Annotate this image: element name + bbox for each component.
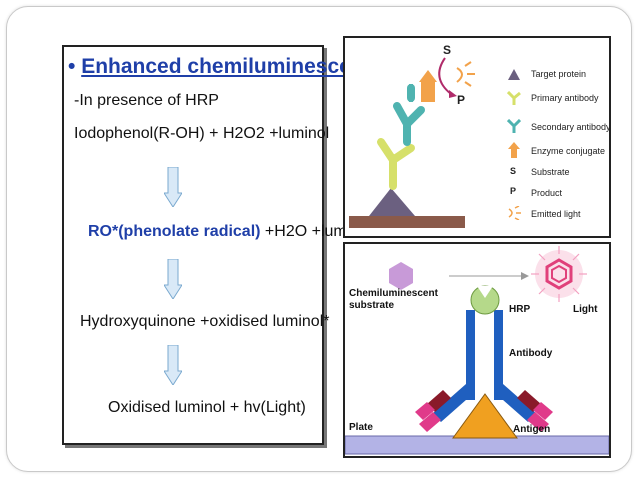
legend-primary-antibody: Primary antibody — [531, 93, 599, 103]
western-blot-diagram: S P Target protein Primary antibody Seco… — [343, 36, 611, 238]
legend-target-protein: Target protein — [531, 69, 587, 79]
elisa-diagram: Chemiluminescent substrate HRP Light Ant… — [343, 242, 611, 458]
enzyme-conjugate-shape — [419, 70, 437, 102]
secondary-antibody-icon — [507, 119, 521, 133]
plate-bar — [345, 435, 609, 455]
emitted-light-shape — [456, 61, 475, 87]
down-arrow-icon — [164, 259, 182, 299]
antibody-left-arm — [415, 384, 475, 432]
panel-title: • Enhanced chemiluminescence — [68, 55, 387, 79]
line-hydroxyquinone: Hydroxyquinone +oxidised luminol* — [80, 313, 330, 330]
enzyme-arrow-icon — [508, 142, 520, 158]
legend-substrate: Substrate — [531, 167, 570, 177]
antibody-left-stem — [466, 310, 475, 400]
line-reactants: Iodophenol(R-OH) + H2O2 +luminol — [74, 125, 330, 142]
letter-s-icon: S — [510, 166, 517, 176]
hrp-label: HRP — [509, 304, 531, 315]
elisa-illustration — [345, 246, 609, 455]
legend-emitted-light: Emitted light — [531, 209, 581, 219]
line-light: Oxidised luminol + hv(Light) — [108, 399, 306, 416]
antibody-label: Antibody — [509, 348, 553, 359]
antigen-label: Antigen — [513, 424, 551, 435]
symbol-p: P — [457, 93, 465, 107]
line-hrp: -In presence of HRP — [74, 92, 219, 109]
line-radical: RO*(phenolate radical) +H2O +luminol — [88, 223, 372, 241]
membrane-bar — [349, 216, 465, 228]
primary-antibody-icon — [507, 91, 521, 105]
light-label: Light — [573, 304, 598, 315]
antibody-stack-illustration: S P — [349, 43, 475, 228]
legend-enzyme-conjugate: Enzyme conjugate — [531, 146, 606, 156]
primary-antibody-shape — [377, 138, 415, 190]
antigen-triangle — [452, 393, 518, 439]
light-glow-shape — [531, 246, 587, 302]
legend-secondary-antibody: Secondary antibody — [531, 122, 611, 132]
plate-label: Plate — [349, 422, 373, 433]
antibody-right-stem — [494, 310, 503, 400]
substrate-label: substrate — [349, 300, 395, 311]
substrate-hexagon — [389, 262, 413, 290]
symbol-s: S — [443, 43, 451, 57]
down-arrow-icon — [164, 345, 182, 385]
down-arrow-icon — [164, 167, 182, 207]
letter-p-icon: P — [510, 186, 517, 196]
triangle-icon — [508, 69, 520, 80]
emitted-light-icon — [508, 206, 521, 220]
legend-product: Product — [531, 188, 563, 198]
antibody-right-arm — [494, 384, 553, 432]
reaction-panel: • Enhanced chemiluminescence -In presenc… — [62, 45, 387, 445]
radical-label: RO*(phenolate radical) — [88, 223, 261, 240]
title-bullet: • — [68, 55, 76, 78]
title-text: Enhanced chemiluminescence — [81, 55, 387, 78]
chemiluminescent-label: Chemiluminescent — [349, 288, 438, 299]
